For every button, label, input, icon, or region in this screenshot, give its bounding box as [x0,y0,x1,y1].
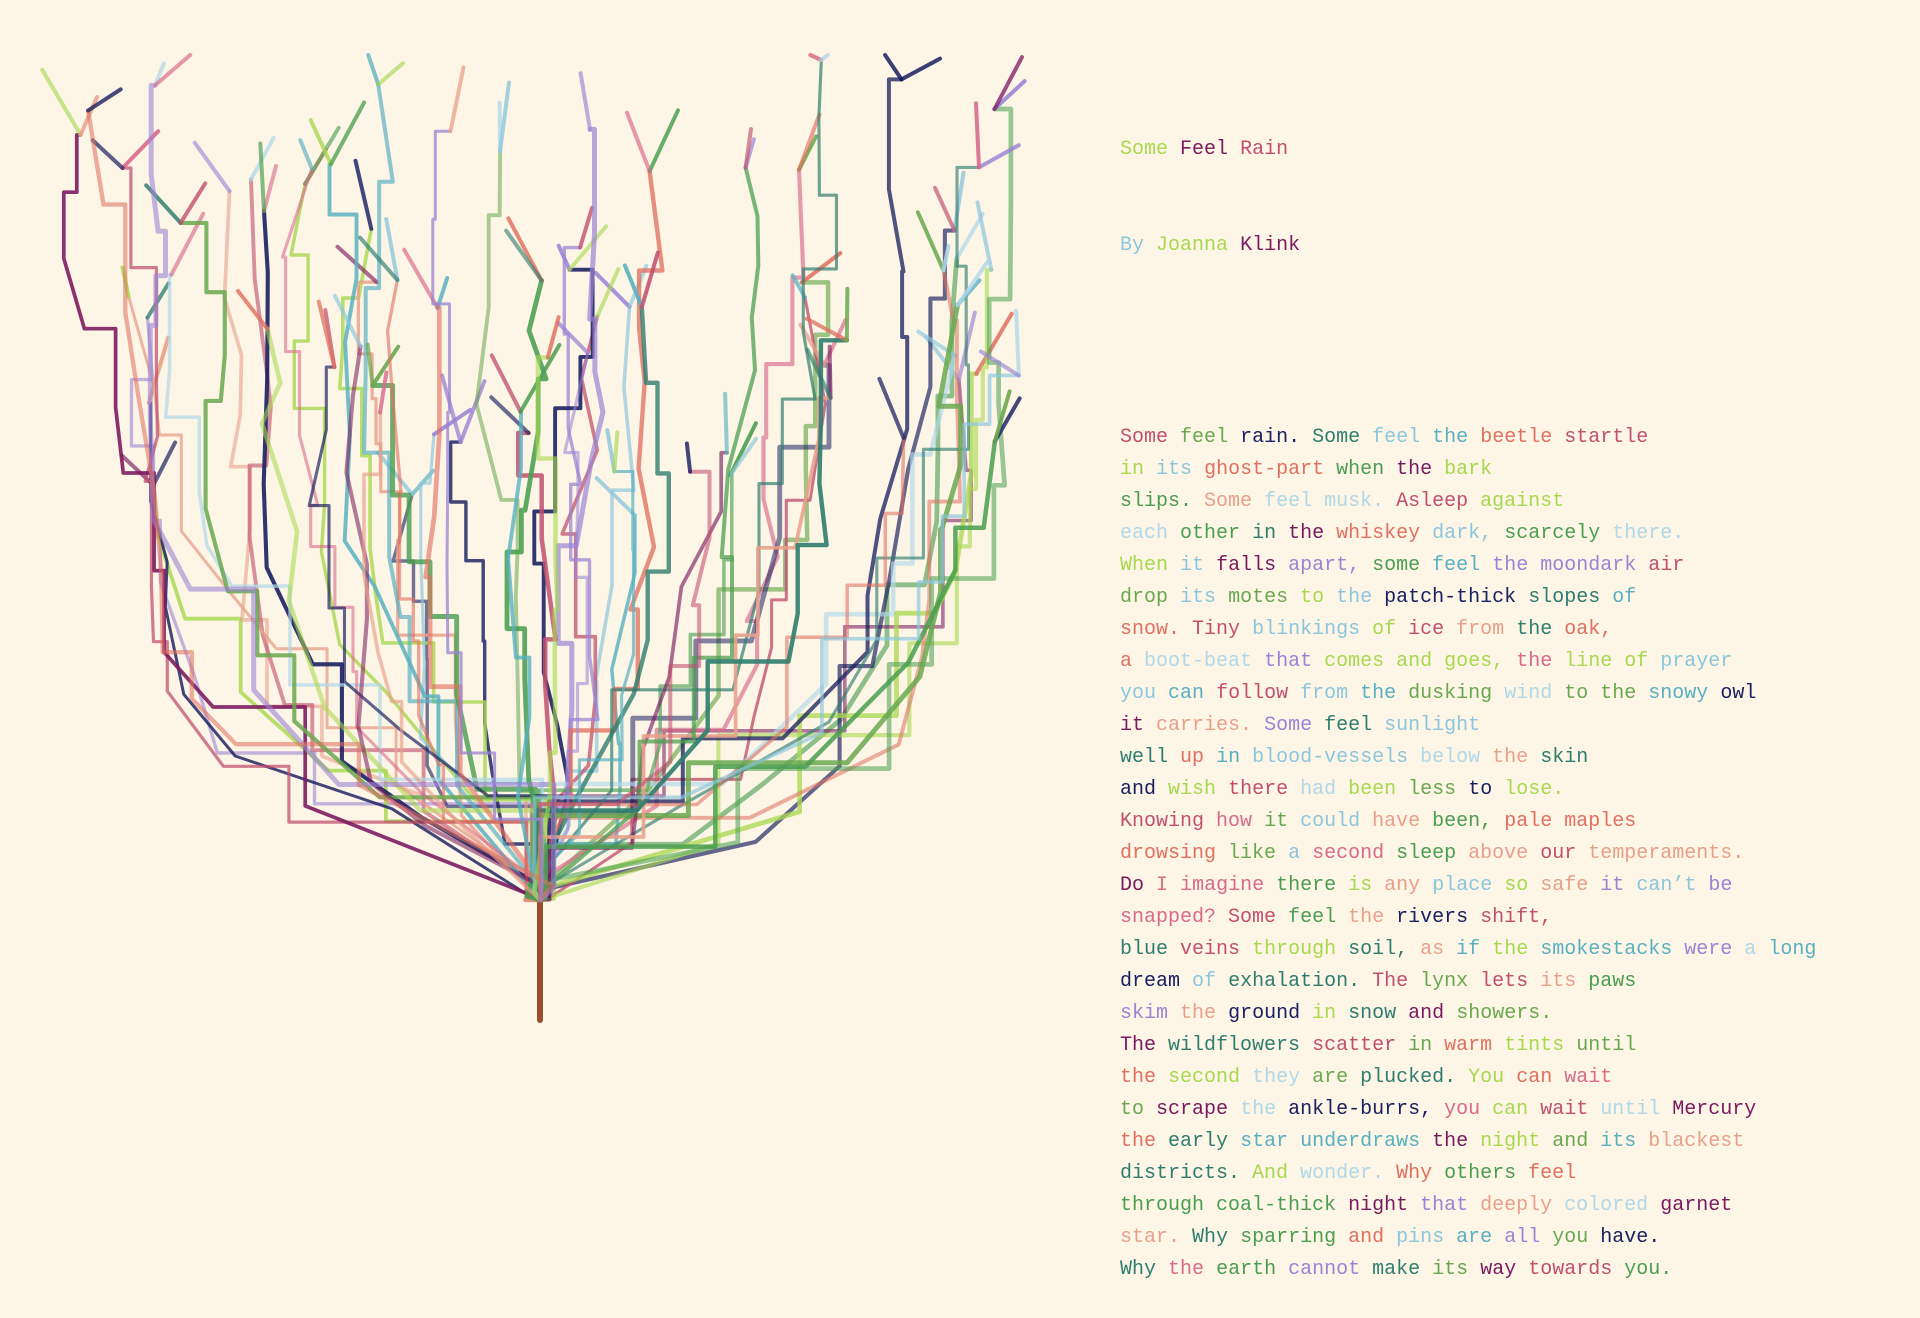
tree-branch [976,103,979,167]
tree-branch [558,323,587,353]
tree-branch [879,379,903,438]
tree-branch [627,113,650,171]
tree-branch [581,73,590,129]
poem-line: to scrape the ankle-burrs, you can wait … [1120,1094,1900,1126]
tree-branch [885,55,901,79]
tree-branch [368,55,378,84]
tree-branch [238,291,267,329]
poem-line: Knowing how it could have been, pale map… [1120,806,1900,838]
tree-branch [451,67,464,131]
poem-line: When it falls apart, some feel the moond… [1120,550,1900,582]
tree-branch [995,81,1025,109]
poem-line: the second they are plucked. You can wai… [1120,1062,1900,1094]
poem-text: Some Feel Rain By Joanna Klink Some feel… [1120,70,1900,1318]
poem-line: well up in blood-vessels below the skin [1120,742,1900,774]
poem-line: Do I imagine there is any place so safe … [1120,870,1900,902]
tree-branch [580,208,592,248]
tree-branch [821,55,828,60]
tree-branch [506,231,541,281]
tree-branch [88,89,121,110]
tree-branch [935,188,955,231]
tree-branch [195,143,230,191]
tree-branch [368,345,373,386]
tree-branch [1016,311,1019,376]
tree-branch [597,478,635,515]
tree-branch [847,289,848,340]
tree-branch [918,212,944,270]
poem-stanza: Some feel rain. Some feel the beetle sta… [1120,422,1900,1286]
tree-branch [264,166,276,211]
poem-line: a boot-beat that comes and goes, the lin… [1120,646,1900,678]
tree-branch [42,70,80,135]
tree-branch [957,214,983,259]
poem-line: dream of exhalation. The lynx lets its p… [1120,966,1900,998]
tree-branch [830,347,831,398]
tree-branch [642,253,658,308]
poem-line: star. Why sparring and pins are all you … [1120,1222,1900,1254]
tree-branch [442,375,461,442]
poem-line: slips. Some feel musk. Asleep against [1120,486,1900,518]
tree-branch [335,296,361,346]
tree-branch [300,140,312,168]
tree-branch [902,59,941,80]
poem-line: it carries. Some feel sunlight [1120,710,1900,742]
tree-branch [799,114,819,169]
tree-branch [725,394,727,453]
poem-line: The wildflowers scatter in warm tints un… [1120,1030,1900,1062]
poem-line: and wish there had been less to lose. [1120,774,1900,806]
poem-line: you can follow from the dusking wind to … [1120,678,1900,710]
tree-branch [687,444,690,472]
tree-branch [378,63,403,84]
poem-line: districts. And wonder. Why others feel [1120,1158,1900,1190]
poem-line: Some feel rain. Some feel the beetle sta… [1120,422,1900,454]
poem-line: skim the ground in snow and showers. [1120,998,1900,1030]
tree-branch [746,129,751,167]
tree-branch [614,432,617,471]
tree-branch [153,443,175,486]
poem-line: snapped? Some feel the rivers shift, [1120,902,1900,934]
branching-tree-illustration [0,0,1100,1080]
poem-line: snow. Tiny blinkings of ice from the oak… [1120,614,1900,646]
tree-branch [650,110,678,171]
poem-title: Some Feel Rain [1120,134,1900,166]
poem-line: in its ghost-part when the bark [1120,454,1900,486]
poem-author: By Joanna Klink [1120,230,1900,262]
poem-line: blue veins through soil, as if the smoke… [1120,934,1900,966]
poem-line: drop its motes to the patch-thick slopes… [1120,582,1900,614]
tree-branch [380,372,386,412]
tree-branch [540,365,829,900]
poem-line: Why the earth cannot make its way toward… [1120,1254,1900,1286]
tree-branch [153,485,550,900]
poem-line: the early star underdraws the night and … [1120,1126,1900,1158]
tree-branch [995,57,1023,109]
poem-line: drowsing like a second sleep above our t… [1120,838,1900,870]
poem-line: each other in the whiskey dark, scarcely… [1120,518,1900,550]
poem-spacer [1120,326,1900,358]
poem-line: through coal-thick night that deeply col… [1120,1190,1900,1222]
